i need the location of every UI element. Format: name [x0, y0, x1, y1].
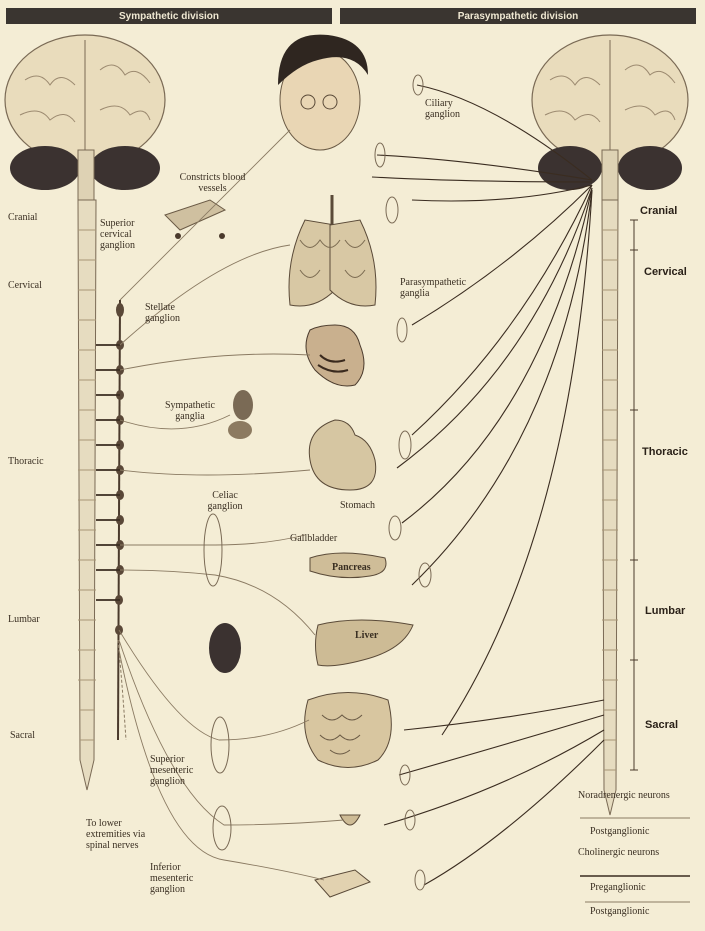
celiac-ganglion-label: Celiac ganglion — [195, 490, 255, 512]
ciliary-ganglion-label: Ciliary ganglion — [425, 98, 485, 120]
intestines-illustration — [305, 693, 392, 768]
right-spinal-cord — [602, 200, 638, 815]
liver-illustration — [316, 620, 414, 666]
legend-noradrenergic: Noradrenergic neurons — [578, 790, 688, 801]
kidney-illustration — [209, 623, 241, 673]
left-spinal-cord — [78, 200, 126, 790]
ganglia-ovals — [204, 75, 431, 890]
right-brain — [532, 35, 688, 200]
left-region-sacral: Sacral — [10, 730, 35, 741]
lungs-illustration — [289, 195, 376, 306]
left-region-cranial: Cranial — [8, 212, 37, 223]
pancreas-label: Pancreas — [332, 562, 371, 573]
lower-extremities-label: To lower extremities via spinal nerves — [86, 818, 156, 851]
blood-vessels-illustration — [165, 200, 225, 239]
head-illustration — [278, 35, 368, 150]
genitalia-illustration — [315, 870, 370, 897]
legend-cholinergic: Cholinergic neurons — [578, 847, 688, 858]
sympathetic-ganglia-label: Sympathetic ganglia — [150, 400, 230, 422]
inferior-mesenteric-ganglion-label: Inferior mesenteric ganglion — [150, 862, 225, 895]
stomach-label: Stomach — [340, 500, 375, 511]
stomach-illustration — [309, 420, 375, 490]
left-region-thoracic: Thoracic — [8, 456, 44, 467]
parasympathetic-nerves — [372, 85, 604, 885]
right-region-cervical: Cervical — [644, 266, 687, 278]
left-region-cervical: Cervical — [8, 280, 42, 291]
liver-label: Liver — [355, 630, 378, 641]
right-region-thoracic: Thoracic — [642, 446, 688, 458]
left-region-lumbar: Lumbar — [8, 614, 40, 625]
right-region-cranial: Cranial — [640, 205, 677, 217]
constricts-blood-vessels-label: Constricts blood vessels — [175, 172, 250, 194]
superior-mesenteric-ganglion-label: Superior mesenteric ganglion — [150, 754, 225, 787]
legend-cholinergic-postganglionic: Postganglionic — [590, 906, 649, 917]
superior-cervical-ganglion-label: Superior cervical ganglion — [100, 218, 155, 251]
gallbladder-label: Gallbladder — [290, 533, 337, 544]
legend-cholinergic-preganglionic: Preganglionic — [590, 882, 646, 893]
right-region-sacral: Sacral — [645, 719, 678, 731]
parasympathetic-ganglia-label: Parasympathetic ganglia — [400, 277, 490, 299]
right-region-lumbar: Lumbar — [645, 605, 685, 617]
legend-noradrenergic-postganglionic: Postganglionic — [590, 826, 649, 837]
left-brain — [5, 35, 165, 200]
sympathetic-ganglia-illustration — [228, 390, 253, 439]
heart-illustration — [306, 325, 364, 386]
stellate-ganglion-label: Stellate ganglion — [145, 302, 200, 324]
